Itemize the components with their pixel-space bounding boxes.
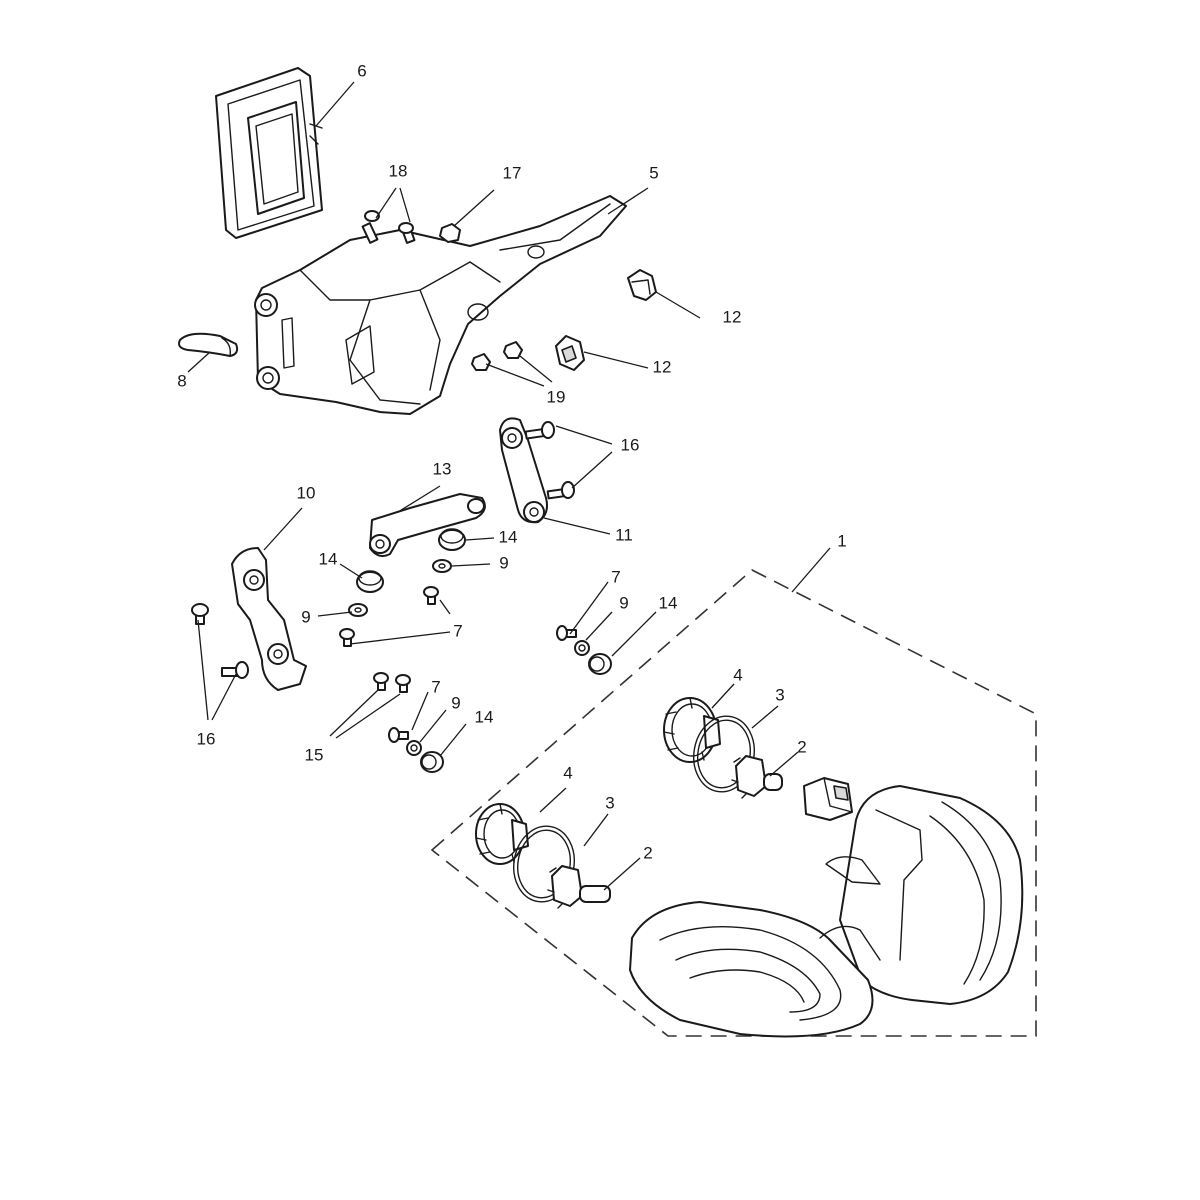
part-15-stud-b[interactable] [395, 674, 411, 693]
callout-16-lower: 16 [197, 729, 216, 748]
callout-9-left: 9 [301, 607, 310, 626]
callout-8: 8 [177, 371, 186, 390]
callout-14-upper: 14 [499, 527, 518, 546]
leader-lines [187, 81, 831, 891]
callout-7-middle: 7 [453, 621, 462, 640]
callout-12-lower: 12 [653, 357, 672, 376]
callout-9-right: 9 [619, 593, 628, 612]
callout-labels: 1 2 2 3 3 4 4 5 6 7 7 7 8 9 9 9 9 10 11 … [177, 61, 846, 862]
callout-15: 15 [305, 745, 324, 764]
part-4-bulb-holder-lower[interactable] [475, 803, 529, 865]
part-9-washer-b[interactable] [348, 603, 368, 617]
part-2-bulb-lower[interactable] [547, 865, 611, 909]
callout-3-lower: 3 [605, 793, 614, 812]
part-12-clip-b[interactable] [555, 335, 585, 371]
callout-19: 19 [547, 387, 566, 406]
callout-9-lower: 9 [451, 693, 460, 712]
part-1-headlight-housing[interactable] [629, 785, 1024, 1038]
part-4-bulb-holder-upper[interactable] [663, 697, 721, 763]
callout-2-lower: 2 [643, 843, 652, 862]
part-13-plate[interactable] [369, 493, 486, 557]
callout-5: 5 [649, 163, 658, 182]
part-14-grommet-c[interactable] [588, 653, 612, 675]
part-12-clip-a[interactable] [627, 269, 657, 301]
part-16-bolt-a[interactable] [524, 421, 555, 440]
part-10-bracket[interactable] [231, 547, 307, 691]
part-16-bolt-b[interactable] [546, 481, 575, 500]
part-6-bracket[interactable] [215, 67, 323, 239]
callout-4-upper: 4 [733, 665, 742, 684]
part-16-bolt-c[interactable] [191, 603, 209, 625]
part-19-nut-b[interactable] [503, 341, 523, 359]
part-16-bolt-d[interactable] [221, 661, 249, 679]
wiring-connector[interactable] [803, 777, 853, 821]
callout-3-upper: 3 [775, 685, 784, 704]
part-2-bulb-upper[interactable] [731, 755, 783, 799]
callout-2-upper: 2 [797, 737, 806, 756]
part-18-screw-b[interactable] [398, 222, 416, 244]
part-7-screw-c[interactable] [556, 625, 577, 641]
part-7-screw-d[interactable] [388, 727, 409, 743]
part-18-screw-a[interactable] [361, 210, 380, 244]
part-9-washer-c[interactable] [574, 640, 590, 656]
part-11-bracket-link[interactable] [499, 417, 548, 524]
part-14-grommet-b[interactable] [356, 570, 384, 593]
part-14-grommet-d[interactable] [420, 751, 444, 773]
callout-7-lower: 7 [431, 677, 440, 696]
callout-11: 11 [615, 525, 633, 544]
part-15-stud-a[interactable] [373, 672, 389, 691]
headlight-assembly-boundary [430, 569, 1037, 1037]
part-19-nut-a[interactable] [471, 353, 491, 371]
callout-10: 10 [297, 483, 316, 502]
part-9-washer-a[interactable] [432, 559, 452, 573]
part-5-headlight-bracket[interactable] [254, 195, 627, 415]
callout-17: 17 [503, 163, 522, 182]
callout-7-right: 7 [611, 567, 620, 586]
part-8-grommet[interactable] [178, 332, 239, 357]
callout-14-lower: 14 [475, 707, 494, 726]
callout-6: 6 [357, 61, 366, 80]
callout-14-left: 14 [319, 549, 338, 568]
callout-9-upper: 9 [499, 553, 508, 572]
callout-1: 1 [837, 531, 846, 550]
callout-16-upper: 16 [621, 435, 640, 454]
callout-12-upper: 12 [723, 307, 742, 326]
part-7-screw-a[interactable] [423, 586, 439, 605]
callout-4-lower: 4 [563, 763, 572, 782]
part-9-washer-d[interactable] [406, 740, 422, 756]
part-14-grommet-a[interactable] [438, 528, 466, 551]
part-7-screw-b[interactable] [339, 628, 355, 647]
callout-13: 13 [433, 459, 452, 478]
callout-18: 18 [389, 161, 408, 180]
part-17-nut[interactable] [439, 223, 461, 243]
callout-14-right: 14 [659, 593, 678, 612]
